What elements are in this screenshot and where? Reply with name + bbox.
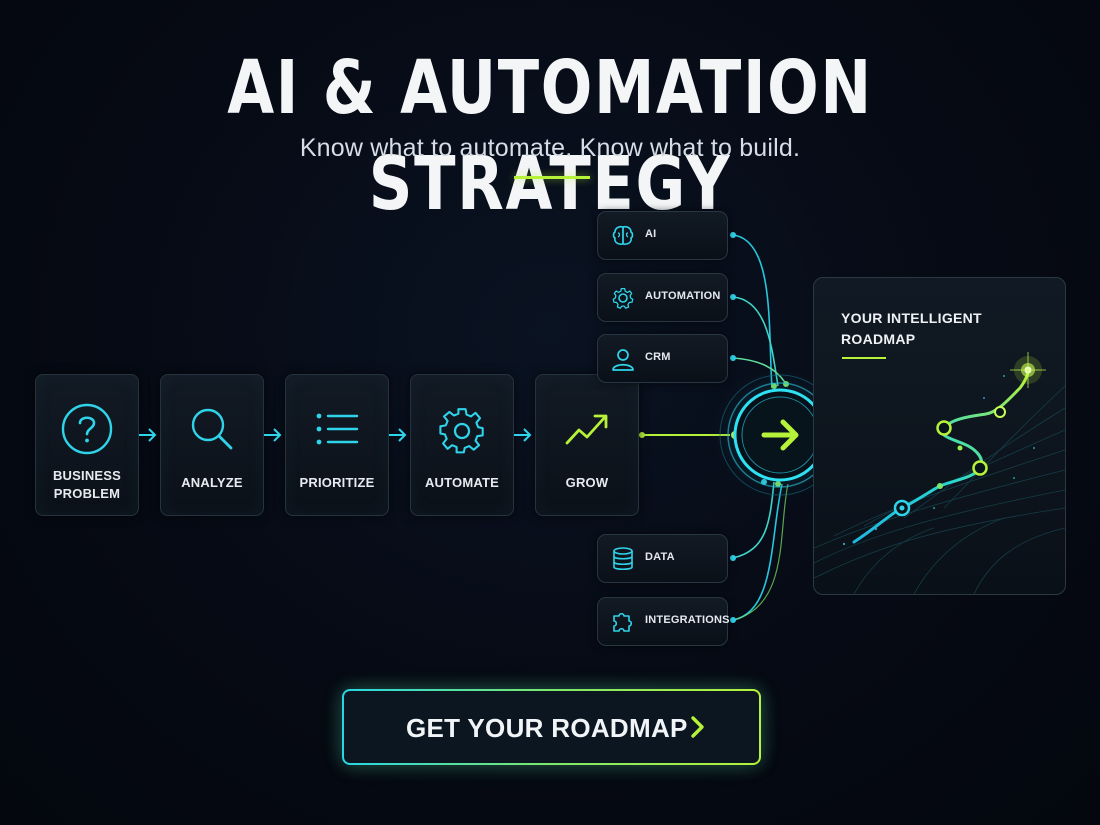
input-label: CRM <box>645 351 671 363</box>
step-business-problem[interactable]: BUSINESS PROBLEM <box>35 374 139 516</box>
puzzle-icon <box>613 612 633 632</box>
page-subtitle: Know what to automate. Know what to buil… <box>299 134 801 162</box>
gear-icon <box>411 401 513 457</box>
database-icon <box>613 547 633 571</box>
step-label-line1: BUSINESS <box>52 468 122 483</box>
roadmap-path <box>852 368 1030 544</box>
input-crm[interactable]: CRM <box>597 334 728 383</box>
question-icon <box>36 401 138 457</box>
input-label: INTEGRATIONS <box>645 614 730 626</box>
step-grow[interactable]: GROW <box>535 374 639 516</box>
input-label: AUTOMATION <box>645 290 721 302</box>
roadmap-underline <box>842 357 886 359</box>
trend-up-icon <box>536 401 638 457</box>
step-prioritize[interactable]: PRIORITIZE <box>285 374 389 516</box>
get-roadmap-button[interactable]: GET YOUR ROADMAP <box>342 689 761 765</box>
roadmap-title: YOUR INTELLIGENT ROADMAP <box>841 308 982 350</box>
terrain-graphic <box>814 352 1065 594</box>
input-data[interactable]: DATA <box>597 534 728 583</box>
step-label-line2: PROBLEM <box>53 486 121 501</box>
input-label: DATA <box>645 551 675 563</box>
roadmap-card: YOUR INTELLIGENT ROADMAP <box>813 277 1066 595</box>
step-label: PRIORITIZE <box>299 475 375 490</box>
arrow-right-icon <box>389 428 407 442</box>
search-icon <box>161 401 263 457</box>
page-title: AI & AUTOMATION STRATEGY <box>227 45 873 227</box>
step-analyze[interactable]: ANALYZE <box>160 374 264 516</box>
step-label: AUTOMATE <box>424 475 500 490</box>
roadmap-title-line2: ROADMAP <box>841 331 916 347</box>
title-underline <box>514 176 590 179</box>
step-automate[interactable]: AUTOMATE <box>410 374 514 516</box>
input-automation[interactable]: AUTOMATION <box>597 273 728 322</box>
arrow-right-icon <box>514 428 532 442</box>
cta-label: GET YOUR ROADMAP <box>406 713 688 743</box>
step-label: GROW <box>565 475 609 490</box>
list-icon <box>286 401 388 457</box>
gear-icon <box>612 288 634 309</box>
user-icon <box>612 349 634 371</box>
arrow-right-icon <box>761 419 799 451</box>
brain-icon <box>612 225 634 245</box>
step-label: ANALYZE <box>181 475 243 490</box>
arrow-right-icon <box>139 428 157 442</box>
input-integrations[interactable]: INTEGRATIONS <box>597 597 730 646</box>
input-label: AI <box>645 228 657 240</box>
arrow-right-icon <box>264 428 282 442</box>
roadmap-title-line1: YOUR INTELLIGENT <box>841 310 982 326</box>
input-ai[interactable]: AI <box>597 211 728 260</box>
chevron-right-icon <box>691 716 704 738</box>
